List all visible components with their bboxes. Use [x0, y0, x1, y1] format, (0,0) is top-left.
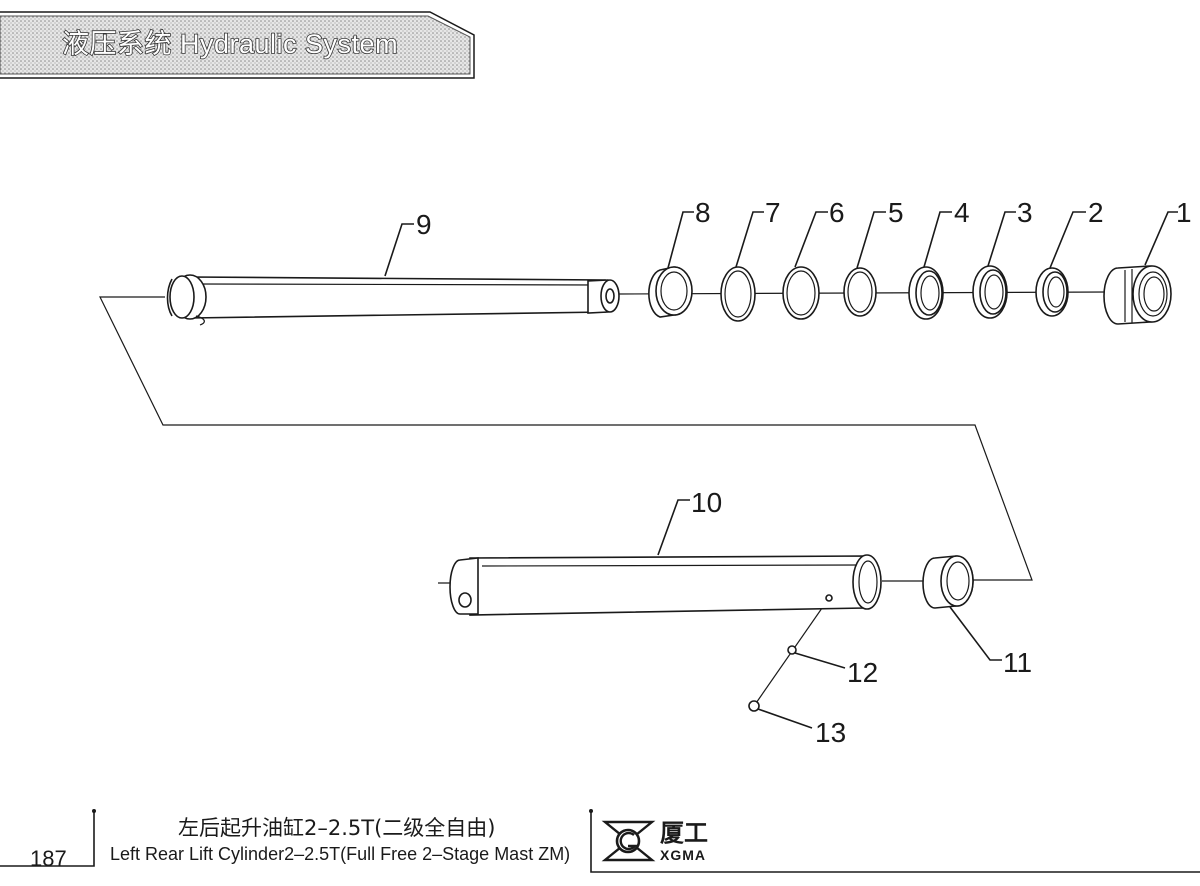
callout-10: 10	[691, 487, 722, 518]
footer-title-cn: 左后起升油缸2–2.5T(二级全自由)	[178, 816, 495, 840]
callout-11: 11	[1003, 647, 1032, 678]
part-12-pin	[787, 645, 797, 655]
callout-5: 5	[888, 197, 904, 228]
section-title: 液压系统 Hydraulic System	[62, 29, 398, 59]
page-number: 187	[30, 846, 67, 871]
footer: 187 左后起升油缸2–2.5T(二级全自由) Left Rear Lift C…	[0, 809, 1200, 873]
pin-hole-marker	[825, 594, 833, 602]
part-1-gland	[1103, 265, 1172, 325]
callout-8: 8	[695, 197, 711, 228]
leader-lines	[384, 211, 1178, 729]
logo-text-en: XGMA	[660, 847, 706, 863]
part-8-guide-sleeve	[648, 266, 693, 318]
part-3-seal	[972, 265, 1008, 319]
callout-7: 7	[765, 197, 781, 228]
callout-2: 2	[1088, 197, 1104, 228]
part-4-seal	[908, 266, 944, 320]
part-10-cylinder-barrel	[449, 554, 882, 616]
part-9-piston-rod	[166, 274, 620, 326]
callout-6: 6	[829, 197, 845, 228]
callout-4: 4	[954, 197, 970, 228]
callout-numbers: 1 2 3 4 5 6 7 8 9 10 11 12 13	[416, 197, 1192, 748]
callout-9: 9	[416, 209, 432, 240]
callout-3: 3	[1017, 197, 1033, 228]
header-banner: 液压系统 Hydraulic System	[0, 11, 475, 79]
footer-title-en: Left Rear Lift Cylinder2–2.5T(Full Free …	[110, 844, 570, 864]
part-7-ring	[720, 266, 756, 322]
xgma-logo-icon	[601, 820, 656, 862]
part-13-pin	[748, 700, 760, 712]
part-6-ring	[782, 266, 820, 320]
part-2-seal	[1035, 267, 1069, 317]
callout-12: 12	[847, 657, 878, 688]
assembly-centerlines	[99, 291, 1109, 707]
callout-13: 13	[815, 717, 846, 748]
part-5-ring	[843, 267, 877, 317]
part-11-sleeve	[922, 555, 974, 609]
callout-1: 1	[1176, 197, 1192, 228]
logo-text-cn: 厦工	[660, 819, 708, 847]
